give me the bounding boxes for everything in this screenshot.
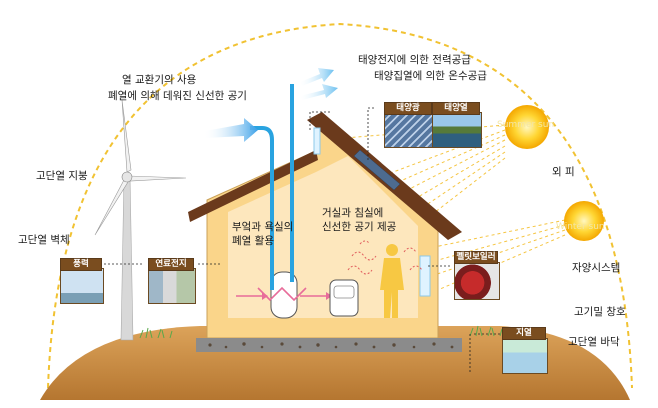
living-room-label: 거실과 침실에 신선한 공기 제공 [322,207,397,233]
window-roof [313,127,321,155]
pv-supply-label: 태양전지에 의한 전력공급 [358,54,471,66]
winter-sun-label: Winter sun [556,222,605,232]
tag-fuel-cell: 연료전지 [148,258,194,271]
insulated-roof-label: 고단열 지붕 [36,170,88,182]
heat-exchanger-label: 열 교환기의 사용 [122,74,197,86]
ground-mound [40,326,630,400]
solar-panel-photo [384,112,434,148]
roof-solar-panel [353,149,401,191]
solar-system-label: 자양시스템 [572,262,621,274]
winter-sun-rays [419,219,566,297]
fuel-cell-photo [148,268,196,304]
insulated-wall-label: 고단열 벽체 [18,234,70,246]
airtight-window-label: 고기밀 창호 [574,306,626,318]
wind-turbine-icon [94,99,187,341]
insulated-floor-label: 고단열 바닥 [568,336,620,348]
kitchen-bath-label: 부엌과 욕실의 폐열 활용 [232,221,294,247]
fresh-air-arrow-icon [205,118,258,142]
heat-exchanger-unit [270,271,298,319]
eaves-label: 외 피 [552,166,575,178]
geothermal-diagram [502,338,548,374]
tag-pellet-boiler: 펠릿보일러 [454,251,498,264]
exhaust-arrow-icon [300,68,334,86]
exhaust-arrow-2-icon [300,84,338,100]
solar-thermal-supply-label: 태양집열에 의한 온수공급 [374,70,487,82]
airflow-arrows [236,286,332,302]
tag-geothermal: 지열 [502,327,546,340]
summer-sun-label: Summer sun [497,120,555,130]
tag-solar-panel: 태양광 [384,102,432,115]
heat-radiation [347,240,423,275]
floor-slab [196,338,462,352]
person-silhouette [380,244,404,318]
floor-gravel [208,342,454,349]
grass [139,325,503,339]
tag-wind: 풍력 [60,258,102,271]
winter-sun-icon [564,201,604,241]
tag-solar-thermal: 태양열 [432,102,480,115]
pellet-boiler-photo [454,262,500,300]
roof-left [188,150,318,222]
solar-thermal-photo [432,112,482,148]
intake-duct [250,126,274,290]
heat-exchanger-desc: 폐열에 의해 데워진 신선한 공기 [108,90,247,102]
summer-sun-icon [505,105,549,149]
window-right-wall [419,255,431,297]
envelope-dome [47,22,633,389]
wind-farm-photo [60,268,104,304]
leader-lines [100,107,500,372]
